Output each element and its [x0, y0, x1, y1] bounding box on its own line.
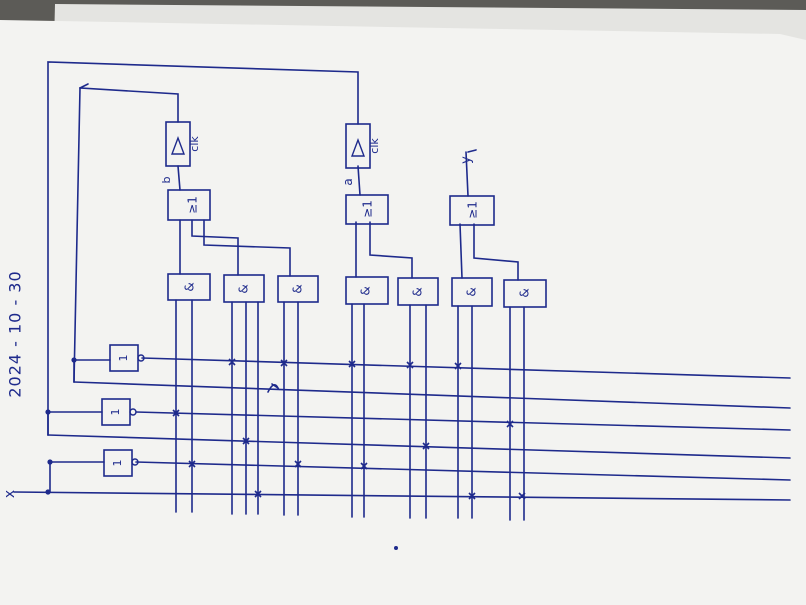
not-gate-2-symbol: 1 [109, 409, 122, 416]
connection-x [280, 359, 288, 367]
bus-not-b [73, 357, 791, 379]
bus-a [47, 434, 791, 459]
connection-x [254, 490, 262, 498]
flipflop-a-clk-label: clk [368, 138, 381, 154]
bus-not-a [47, 411, 791, 431]
bus-b [73, 381, 791, 409]
wires [13, 61, 791, 521]
connection-marks [172, 358, 526, 500]
paper-sheet [0, 20, 806, 605]
wire-ffb-or [177, 165, 181, 191]
and-gate-7-symbol: & [518, 288, 532, 297]
connection-x [506, 420, 514, 428]
or-gate-b-symbol: ≥1 [186, 196, 200, 214]
connection-x [454, 362, 462, 370]
connection-x [294, 460, 302, 468]
connection-x [188, 460, 196, 468]
and-gate-3-symbol: & [291, 284, 305, 293]
clock-triangle-icon [170, 136, 186, 155]
clock-triangle-icon [350, 138, 366, 157]
inversion-bubble-icon [137, 354, 145, 362]
wire-or3-y [465, 151, 469, 197]
and-gates: & & & & & & & [167, 273, 547, 308]
or-gate-a [345, 194, 389, 225]
junction-dot [47, 459, 53, 465]
and-gate-2-symbol: & [237, 284, 251, 293]
connection-x [228, 358, 236, 366]
and-gate-6-symbol: & [465, 287, 479, 296]
or-gate-y-symbol: ≥1 [466, 201, 480, 219]
flipflop-a: clk a [341, 123, 381, 186]
connection-x [406, 361, 414, 369]
output-label: y [459, 156, 474, 164]
connection-x [468, 492, 476, 500]
connection-x [172, 409, 180, 417]
junction-dot [71, 357, 77, 363]
not-gate-1-symbol: 1 [117, 355, 130, 362]
connection-x [360, 462, 368, 470]
wire-ffa-or [357, 165, 361, 196]
flipflop-b-clk-label: clk [188, 136, 201, 152]
or-gate-b [167, 189, 211, 221]
not-gate-3-symbol: 1 [111, 460, 124, 467]
and-gate-4 [345, 276, 389, 305]
not-gates: 1 1 1 [101, 344, 145, 477]
inversion-bubble-icon [129, 408, 137, 416]
hook-arrow [267, 383, 281, 393]
connection-x [242, 437, 250, 445]
and-gate-2 [223, 274, 265, 303]
and-gate-4-symbol: & [359, 286, 373, 295]
and-gate-3 [277, 275, 319, 303]
connection-x [518, 492, 526, 500]
input-x-label: x [2, 490, 18, 498]
or-y-to-and6 [459, 223, 463, 279]
or-gates: ≥1 ≥1 ≥1 [167, 189, 495, 226]
junction-dot [45, 489, 51, 495]
flipflop-a-box [345, 123, 371, 169]
bus-not-x [49, 461, 791, 481]
flipflop-b-name: b [160, 176, 173, 183]
and-gate-6 [451, 277, 493, 307]
or-gate-y [449, 195, 495, 226]
ink-speck [394, 546, 398, 550]
arrow-tick [79, 83, 89, 89]
connection-x [422, 442, 430, 450]
or-b-to-and3 [203, 219, 291, 277]
flipflop-b: clk b [160, 121, 201, 183]
flipflop-b-box [165, 121, 191, 167]
junction-dots [45, 357, 77, 495]
and-gate-1 [167, 273, 211, 301]
or-gate-a-symbol: ≥1 [361, 200, 375, 218]
and-gate-5 [397, 277, 439, 306]
or-y-to-and7 [473, 223, 519, 281]
wire-y-tick [467, 149, 477, 153]
inversion-bubble-icon [131, 458, 139, 466]
or-b-to-and2 [191, 219, 239, 276]
feedback-wire-b [73, 87, 179, 383]
bus-x [13, 491, 791, 501]
connection-x [348, 360, 356, 368]
junction-dot [45, 409, 51, 415]
and-gate-5-symbol: & [411, 287, 425, 296]
date-label: 2024 - 10 - 30 [6, 270, 25, 397]
and-gate-7 [503, 279, 547, 308]
feedback-wire-a [47, 61, 359, 436]
and-gate-1-symbol: & [183, 282, 197, 291]
or-a-to-and5 [369, 221, 413, 279]
flipflop-a-name: a [341, 178, 355, 185]
